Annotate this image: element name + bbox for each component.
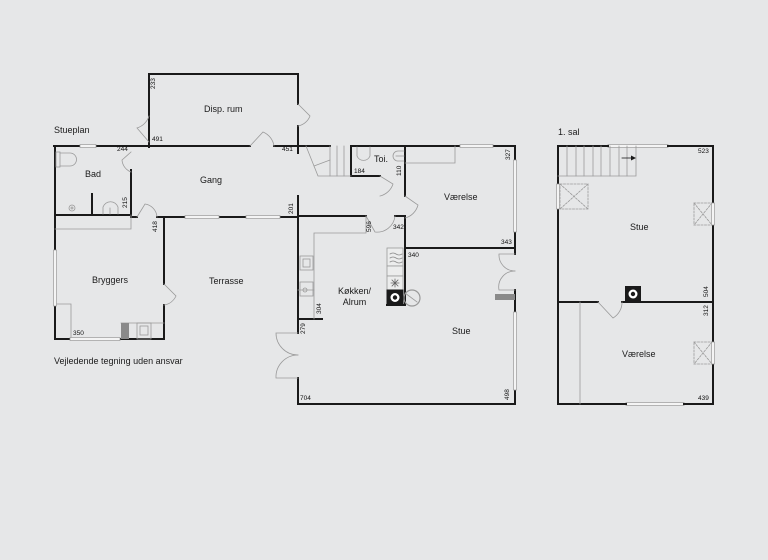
sanitary-fixtures	[55, 146, 405, 340]
room-label-bryggers: Bryggers	[92, 275, 129, 285]
upper-floor-fixtures	[557, 145, 713, 405]
dim-279: 279	[300, 323, 307, 334]
windows	[53, 144, 685, 406]
dim-504: 504	[703, 286, 710, 297]
room-label-disp-rum: Disp. rum	[204, 104, 243, 114]
radiator-gray	[121, 323, 129, 339]
dim-327: 327	[505, 149, 512, 160]
upper-floor-title: 1. sal	[558, 127, 580, 137]
dim-491: 491	[152, 136, 163, 143]
skylight-frames	[556, 183, 715, 365]
dim-523: 523	[698, 148, 709, 155]
dim-498: 498	[504, 389, 511, 400]
upper-floor-walls	[557, 145, 714, 405]
dim-451: 451	[282, 146, 293, 153]
room-label-koekken-line1: Køkken/	[338, 286, 372, 296]
dim-418: 418	[152, 221, 159, 232]
dim-184: 184	[354, 168, 365, 175]
dim-342: 342	[393, 224, 404, 231]
room-label-upper-vaerelse: Værelse	[622, 349, 656, 359]
dim-215: 215	[122, 197, 129, 208]
dim-304: 304	[316, 303, 323, 314]
room-label-upper-stue: Stue	[630, 222, 649, 232]
dim-233: 233	[150, 78, 157, 89]
wall-block-gray	[495, 294, 515, 300]
dim-244: 244	[117, 146, 128, 153]
disclaimer-text: Vejledende tegning uden ansvar	[54, 356, 183, 366]
ground-floor-title: Stueplan	[54, 125, 90, 135]
room-label-koekken: Køkken/ Alrum	[338, 286, 371, 308]
room-label-stue: Stue	[452, 326, 471, 336]
room-label-vaerelse: Værelse	[444, 192, 478, 202]
dim-704: 704	[300, 395, 311, 402]
room-label-bad: Bad	[85, 169, 102, 179]
dim-201: 201	[288, 203, 295, 214]
dim-343: 343	[501, 239, 512, 246]
dim-340: 340	[408, 252, 419, 259]
room-label-toilet: Toi.	[374, 154, 389, 164]
dim-596: 596	[366, 221, 373, 232]
dim-439: 439	[698, 395, 709, 402]
ground-floor-fixtures	[54, 103, 516, 379]
fireplace-upper	[625, 286, 641, 302]
room-label-terrasse: Terrasse	[209, 276, 244, 286]
room-label-koekken-line2: Alrum	[342, 297, 367, 307]
dim-110: 110	[396, 165, 403, 176]
ground-floor-walls	[53, 73, 516, 405]
dim-350: 350	[73, 330, 84, 337]
dim-312: 312	[703, 305, 710, 316]
room-label-gang: Gang	[200, 175, 223, 185]
fireplace-ground	[386, 289, 404, 306]
